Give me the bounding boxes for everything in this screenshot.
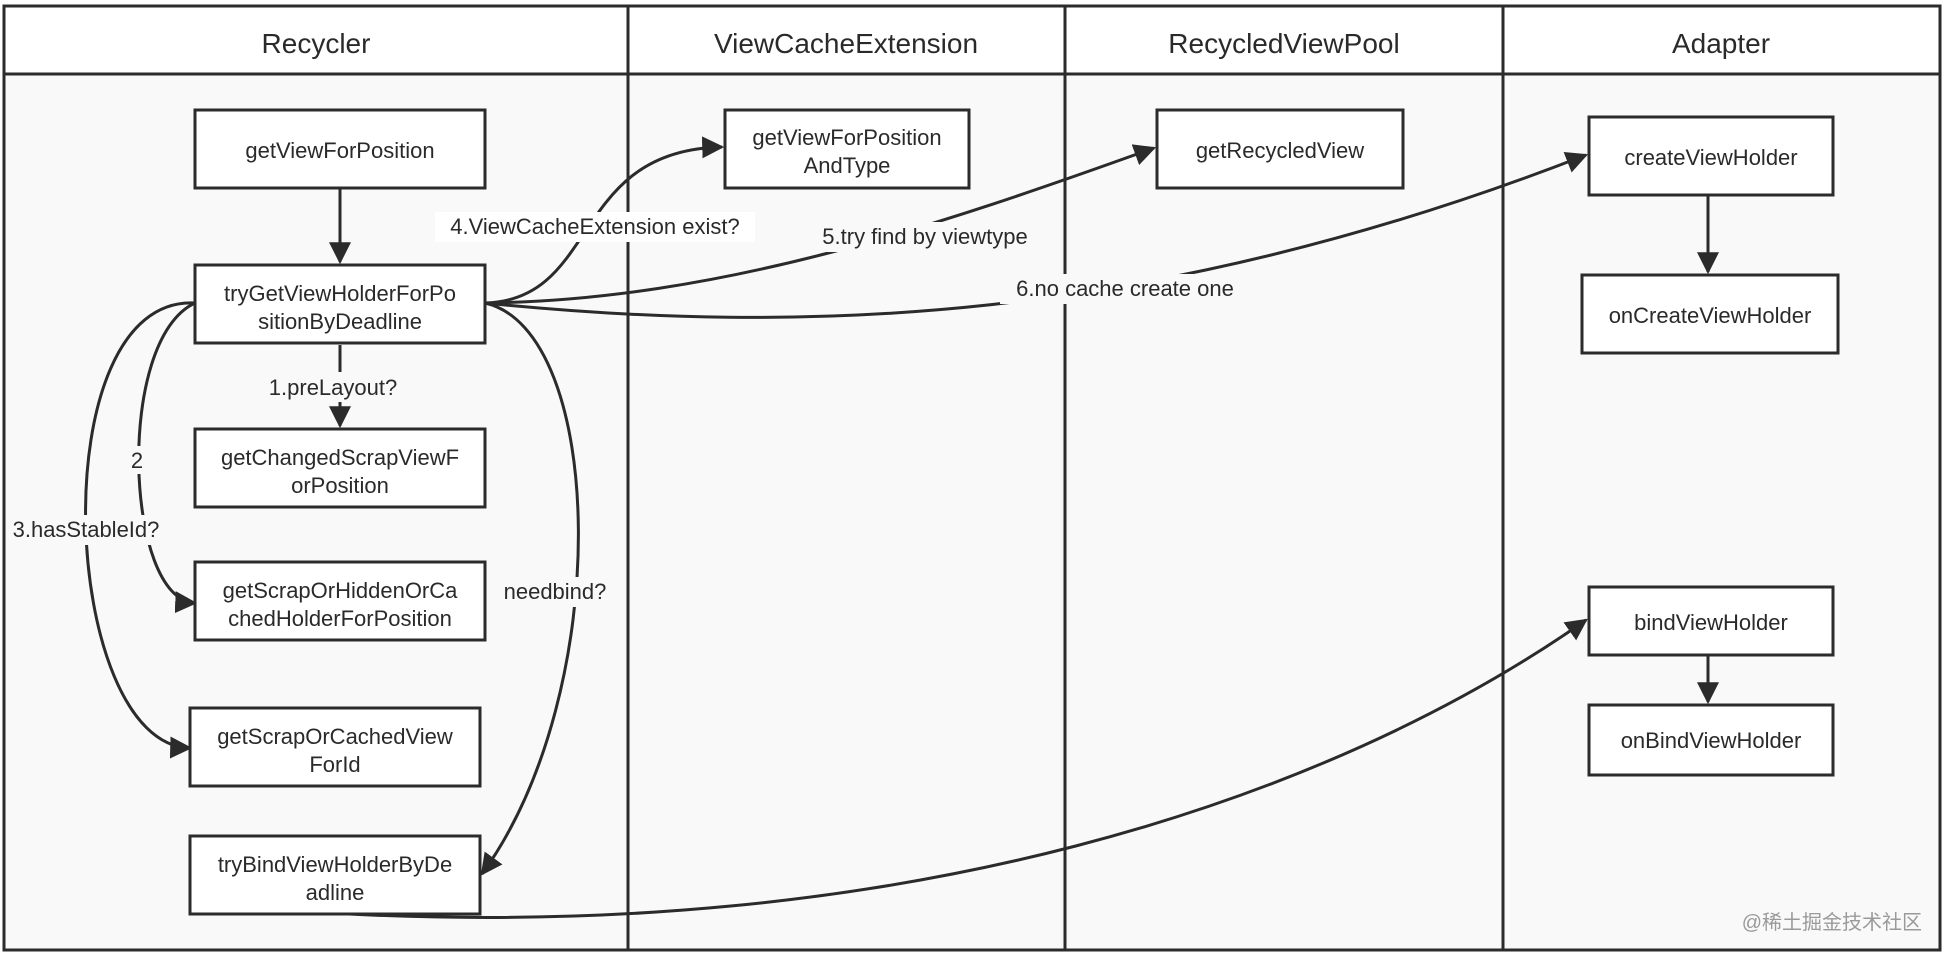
lanes-header-background — [4, 6, 1940, 74]
svg-text:tryGetViewHolderForPo: tryGetViewHolderForPo — [224, 281, 456, 306]
svg-text:sitionByDeadline: sitionByDeadline — [258, 309, 422, 334]
edge-label-step2: 2 — [131, 448, 143, 473]
svg-text:createViewHolder: createViewHolder — [1624, 145, 1797, 170]
node-getviewforpositionandtype: getViewForPosition AndType — [723, 108, 971, 190]
node-getrecycledview: getRecycledView — [1155, 108, 1405, 190]
svg-text:orPosition: orPosition — [291, 473, 389, 498]
watermark-text: @稀土掘金技术社区 — [1742, 911, 1922, 934]
node-createviewholder: createViewHolder — [1587, 115, 1835, 197]
lane-title-viewcacheextension: ViewCacheExtension — [714, 28, 978, 59]
node-getchangedscrapviewforposition: getChangedScrapViewF orPosition — [193, 427, 487, 509]
svg-text:adline: adline — [306, 880, 365, 905]
node-trygetviewholderforpositionbydeadline: tryGetViewHolderForPo sitionByDeadline — [193, 263, 487, 345]
svg-text:bindViewHolder: bindViewHolder — [1634, 610, 1788, 635]
edge-tryBind-to-bindViewHolder — [329, 618, 1588, 919]
node-getscraporhiddenorcachedholderforposition: getScrapOrHiddenOrCa chedHolderForPositi… — [193, 560, 487, 642]
lane-title-adapter: Adapter — [1672, 28, 1770, 59]
svg-text:getScrapOrCachedView: getScrapOrCachedView — [217, 724, 453, 749]
node-onbindviewholder: onBindViewHolder — [1587, 703, 1835, 777]
edge-label-by-viewtype: 5.try find by viewtype — [822, 224, 1027, 249]
edge-by-viewtype — [484, 144, 1157, 305]
swimlane-frame — [2, 4, 1942, 952]
lane-title-recycler: Recycler — [262, 28, 371, 59]
edge-labels: 1.preLayout? 2 3.hasStableId? needbind? … — [6, 212, 1250, 607]
svg-text:AndType: AndType — [804, 153, 891, 178]
node-getscraporcachedviewforid: getScrapOrCachedView ForId — [188, 706, 482, 788]
svg-text:onBindViewHolder: onBindViewHolder — [1621, 728, 1802, 753]
svg-text:tryBindViewHolderByDe: tryBindViewHolderByDe — [218, 852, 452, 877]
svg-text:getViewForPosition: getViewForPosition — [245, 138, 434, 163]
edge-needbind — [480, 301, 580, 876]
node-getviewforposition: getViewForPosition — [193, 108, 487, 190]
edge-no-cache — [484, 151, 1589, 319]
svg-text:onCreateViewHolder: onCreateViewHolder — [1609, 303, 1812, 328]
svg-text:getViewForPosition: getViewForPosition — [752, 125, 941, 150]
edge-label-prelayout: 1.preLayout? — [269, 375, 397, 400]
svg-text:getRecycledView: getRecycledView — [1196, 138, 1364, 163]
node-bindviewholder: bindViewHolder — [1587, 585, 1835, 657]
svg-text:getChangedScrapViewF: getChangedScrapViewF — [221, 445, 459, 470]
svg-text:getScrapOrHiddenOrCa: getScrapOrHiddenOrCa — [223, 578, 459, 603]
edge-label-vce-exist: 4.ViewCacheExtension exist? — [450, 214, 739, 239]
svg-text:ForId: ForId — [309, 752, 360, 777]
edge-label-needbind: needbind? — [504, 579, 607, 604]
node-oncreateviewholder: onCreateViewHolder — [1580, 273, 1840, 355]
edge-label-hasstableid: 3.hasStableId? — [13, 517, 160, 542]
lanes-body-background — [4, 74, 1940, 950]
lane-title-recycledviewpool: RecycledViewPool — [1168, 28, 1399, 59]
edge-label-no-cache: 6.no cache create one — [1016, 276, 1234, 301]
svg-text:chedHolderForPosition: chedHolderForPosition — [228, 606, 452, 631]
node-trybindviewholderbydeadline: tryBindViewHolderByDe adline — [188, 834, 482, 916]
